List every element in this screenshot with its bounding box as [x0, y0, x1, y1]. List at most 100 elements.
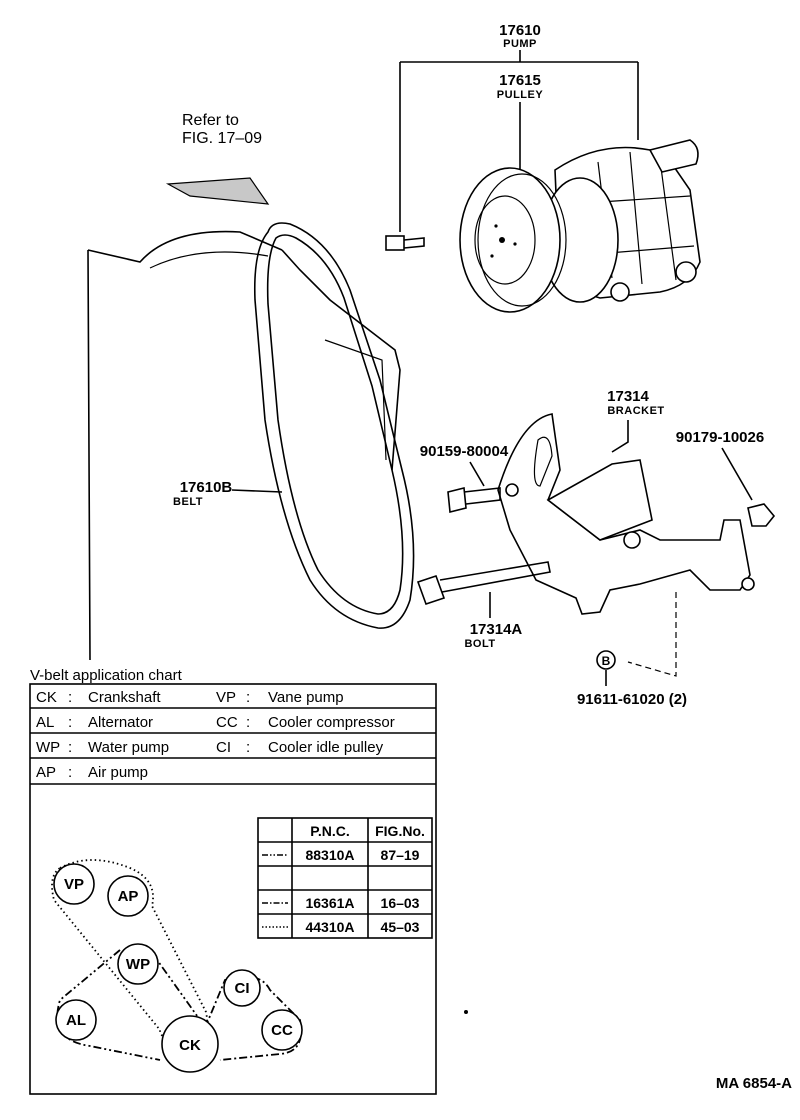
pulley-circle-cc [261, 1009, 303, 1051]
legend-code: CK [36, 689, 57, 706]
belt-routing-diagram: VP AP WP CI AL CK CC [51, 859, 303, 1073]
chart-frame [29, 683, 437, 1095]
part-number-belt: 17610B [180, 479, 233, 496]
engine-block-outline [87, 230, 283, 661]
timing-cover-inner-edge [324, 339, 387, 461]
refer-to-line2: FIG. 17–09 [182, 130, 262, 147]
pulley-hole [513, 242, 517, 246]
part-label-pulley: 17615 PULLEY [497, 72, 544, 101]
bolt-shank [463, 487, 501, 505]
part-number-bolt-91611: 91611-61020 (2) [577, 691, 687, 708]
pulley-circle-ap [107, 875, 149, 917]
part-number-long-bolt: 17314A [470, 621, 523, 638]
circle-b-marker [596, 650, 616, 670]
part-name-long-bolt: BOLT [464, 638, 495, 650]
pulley-label-ci: CI [235, 980, 250, 997]
v-belt-inner [266, 234, 404, 615]
nut-90179-leader [721, 447, 753, 501]
pulley-circle-al [55, 999, 97, 1041]
pulley-label-cc: CC [271, 1022, 293, 1039]
nut-90179-drawing [747, 503, 776, 527]
table-fig: 45–03 [381, 919, 420, 935]
long-bolt-drawing [416, 561, 551, 606]
stray-dot [464, 1010, 468, 1014]
pump-bracket-drawing [497, 413, 755, 615]
bolt-head [447, 486, 467, 514]
legend-sep: : [68, 689, 72, 706]
pulley-center [499, 237, 505, 243]
part-name-belt: BELT [173, 496, 203, 508]
table-pnc: 88310A [305, 847, 354, 863]
vane-pump-drawing [459, 139, 701, 313]
legend-code: CC [216, 714, 238, 731]
pnc-table: P.N.C. FIG.No. 88310A 87–19 16361A 16–03… [257, 817, 433, 939]
table-fig: 87–19 [381, 847, 420, 863]
legend-sep: : [68, 764, 72, 781]
bracket-hole-right [741, 577, 755, 591]
legend-item-vp: VP : Vane pump [216, 689, 344, 706]
legend-sep: : [246, 739, 250, 756]
pulley-hub [474, 195, 536, 285]
legend-sep: : [246, 714, 250, 731]
part-number-nut-90179: 90179-10026 [676, 429, 764, 446]
part-name-bracket: BRACKET [607, 405, 664, 417]
refer-to-line1: Refer to [182, 112, 239, 129]
engine-block-edge [149, 251, 269, 269]
refer-to-note: Refer to FIG. 17–09 [182, 112, 262, 147]
pulley-circle-ci [223, 969, 261, 1007]
part-label-belt: 17610B BELT [173, 479, 232, 508]
nut [747, 503, 776, 527]
legend-code: AL [36, 714, 54, 731]
part-number-bracket: 17314 [607, 388, 649, 405]
pulley-label-ck: CK [179, 1037, 201, 1054]
part-name-pulley: PULLEY [497, 89, 544, 101]
legend-item-ap: AP : Air pump [36, 764, 148, 781]
pump-bolt-drawing [385, 235, 425, 251]
legend-sep: : [246, 689, 250, 706]
legend-row-lines [30, 707, 436, 785]
table-pnc: 44310A [305, 919, 354, 935]
pulley-label-ap: AP [118, 888, 139, 905]
pulley-label-vp: VP [64, 876, 84, 893]
pulley-hole [490, 254, 494, 258]
table-fig: 16–03 [381, 895, 420, 911]
pnc-header: P.N.C. [310, 823, 349, 839]
bolt-90159-leader [469, 461, 485, 487]
fig-header: FIG.No. [375, 823, 425, 839]
table-pnc: 16361A [305, 895, 354, 911]
bracket-body [497, 413, 751, 615]
pulley-label-wp: WP [126, 956, 150, 973]
legend-label: Crankshaft [88, 689, 161, 706]
legend-label: Cooler idle pulley [268, 739, 384, 756]
pump-mount-boss-lower [610, 282, 630, 302]
diagram-id: MA 6854-A [716, 1075, 792, 1092]
long-bolt-shank [439, 561, 551, 593]
bracket-slot [533, 436, 553, 487]
legend-label: Vane pump [268, 689, 344, 706]
part-number-pulley: 17615 [499, 72, 541, 89]
pulley-circle-wp [117, 943, 159, 985]
timing-cover-label-plate [165, 177, 270, 205]
legend-code: AP [36, 764, 56, 781]
bracket-top-plate [546, 459, 653, 541]
bolt-90159-drawing [447, 486, 501, 514]
legend-item-ck: CK : Crankshaft [36, 689, 161, 706]
bracket-leader-line [611, 420, 629, 453]
legend-label: Alternator [88, 714, 153, 731]
part-name-pump: PUMP [503, 38, 537, 50]
belt-leader-line [231, 489, 283, 493]
part-number-bolt-90159: 90159-80004 [420, 443, 509, 460]
legend-item-ci: CI : Cooler idle pulley [216, 739, 384, 756]
part-label-long-bolt: 17314A BOLT [464, 621, 522, 650]
pnc-table-grid [258, 818, 432, 938]
legend-sep: : [68, 739, 72, 756]
pulley-circle-vp [53, 863, 95, 905]
legend-code: CI [216, 739, 231, 756]
pump-leader-bracket [399, 50, 639, 232]
pnc-table-frame [257, 817, 433, 939]
pulley-groove [477, 173, 567, 307]
legend-code: WP [36, 739, 60, 756]
pump-mount-boss [675, 261, 697, 283]
bolt-91611-dashed-leader [627, 592, 677, 677]
